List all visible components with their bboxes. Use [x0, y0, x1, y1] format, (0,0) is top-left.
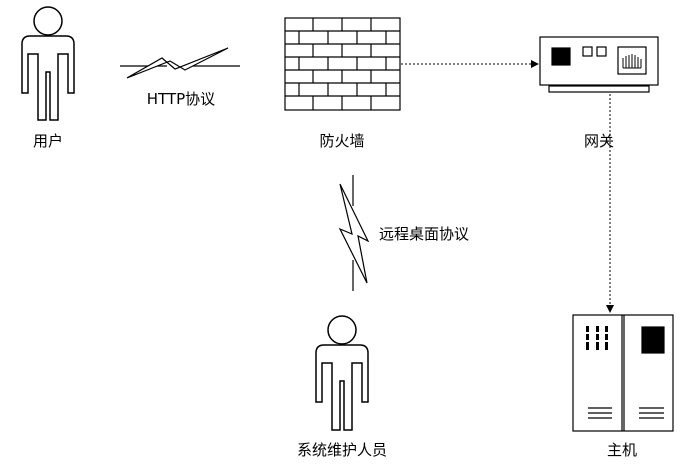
server-rack-icon [572, 314, 674, 432]
person-icon [315, 315, 369, 431]
person-icon [21, 6, 75, 121]
user-label: 用户 [33, 132, 63, 150]
rdp-label: 远程桌面协议 [379, 225, 469, 243]
brick-wall-icon [284, 17, 401, 111]
host-node: 主机 [572, 314, 674, 459]
user-node: 用户 [21, 6, 75, 150]
maintainer-node: 系统维护人员 [297, 315, 387, 459]
lightning-link-icon [120, 47, 240, 79]
lightning-link-icon [338, 175, 370, 291]
firewall-node: 防火墙 [284, 17, 401, 150]
host-label: 主机 [607, 441, 637, 459]
rdp-link: 远程桌面协议 [338, 175, 469, 291]
http-label: HTTP协议 [147, 90, 215, 108]
gateway-device-icon [539, 36, 659, 93]
gateway-node: 网关 [539, 36, 659, 150]
firewall-label: 防火墙 [319, 132, 364, 150]
maintainer-label: 系统维护人员 [297, 441, 387, 459]
http-link: HTTP协议 [120, 47, 240, 108]
gateway-label: 网关 [584, 132, 614, 150]
